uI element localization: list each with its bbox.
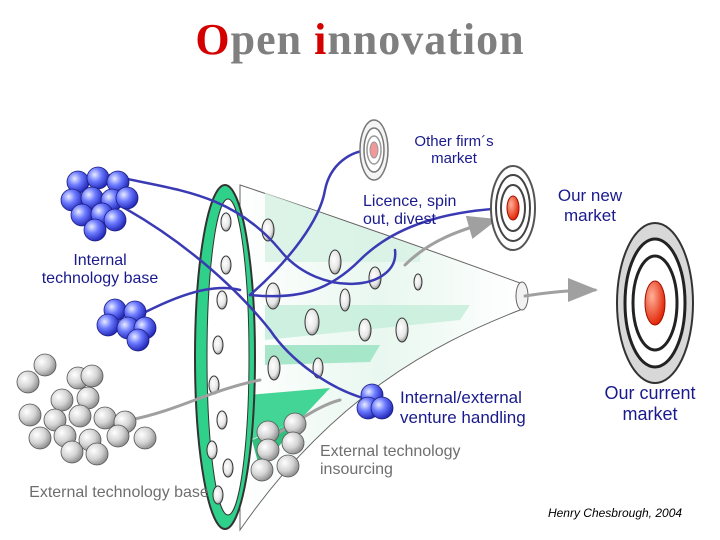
technology-ball [276, 454, 300, 478]
funnel-hole [222, 458, 234, 478]
target-other-firms-market [359, 119, 389, 181]
title-word-open-rest: pen [230, 15, 315, 64]
technology-ball [33, 353, 57, 377]
funnel-hole [212, 335, 224, 355]
funnel-hole [216, 290, 228, 310]
funnel-hole [358, 318, 372, 342]
funnel-hole [220, 255, 232, 275]
flow-arrow [108, 173, 397, 285]
technology-ball [115, 186, 139, 210]
funnel-hole [304, 308, 320, 336]
flow-arrow [248, 206, 512, 298]
external-technology-balls [16, 353, 307, 482]
funnel-hole [395, 317, 409, 343]
funnel [194, 184, 529, 532]
flow-arrow [523, 278, 598, 303]
technology-ball [256, 438, 280, 462]
flow-arrow [128, 378, 262, 422]
internal-flow-arrows [98, 148, 512, 402]
funnel-hole [312, 357, 324, 379]
label-other-firms-market: Other firm´s market [414, 133, 494, 168]
funnel-hole [368, 266, 382, 290]
technology-ball [83, 218, 107, 242]
technology-ball [283, 412, 307, 436]
title-initial-o: O [195, 15, 231, 64]
funnel-hole [206, 440, 218, 460]
technology-ball [16, 370, 40, 394]
target-our-new-market [490, 165, 536, 251]
label-internal-technology-base: Internal technology base [41, 252, 159, 288]
flow-arrow [403, 215, 498, 267]
technology-ball [60, 440, 84, 464]
funnel-hole [216, 410, 228, 430]
funnel-hole [212, 485, 224, 505]
technology-ball [85, 442, 109, 466]
technology-ball [281, 431, 305, 455]
technology-ball [106, 424, 130, 448]
citation: Henry Chesbrough, 2004 [547, 506, 683, 520]
technology-ball [80, 364, 104, 388]
technology-ball [68, 404, 92, 428]
funnel-hole [267, 355, 281, 381]
external-flow-arrows [128, 215, 598, 437]
technology-ball [133, 426, 157, 450]
title-word-innovation-rest: nnovation [327, 15, 525, 64]
funnel-hole [328, 249, 342, 275]
technology-ball [370, 396, 394, 420]
technology-ball [93, 406, 117, 430]
technology-ball [250, 458, 274, 482]
funnel-hole [220, 212, 232, 232]
technology-ball [126, 328, 150, 352]
technology-ball [28, 426, 52, 450]
target-our-current-market [616, 222, 694, 384]
flow-arrow [273, 398, 342, 437]
technology-ball [18, 403, 42, 427]
label-our-current-market: Our current market [604, 383, 696, 424]
label-external-technology-base: External technology base [29, 484, 209, 501]
technology-ball [86, 166, 110, 190]
flow-arrow [248, 148, 374, 297]
internal-technology-balls [60, 166, 394, 420]
funnel-hole [339, 288, 351, 312]
label-venture-handling: Internal/external venture handling [400, 388, 526, 427]
diagram-title: Open innovation [0, 14, 720, 65]
technology-ball [96, 313, 120, 337]
funnel-hole [413, 273, 423, 291]
flow-arrow [98, 193, 372, 402]
funnel-holes [206, 212, 423, 505]
label-our-new-market: Our new market [557, 186, 623, 225]
technology-ball [50, 388, 74, 412]
technology-ball [103, 208, 127, 232]
label-licence-spin-out: Licence, spin out, divest [363, 193, 457, 229]
label-external-insourcing: External technology insourcing [320, 443, 461, 479]
title-initial-i: i [314, 15, 328, 64]
